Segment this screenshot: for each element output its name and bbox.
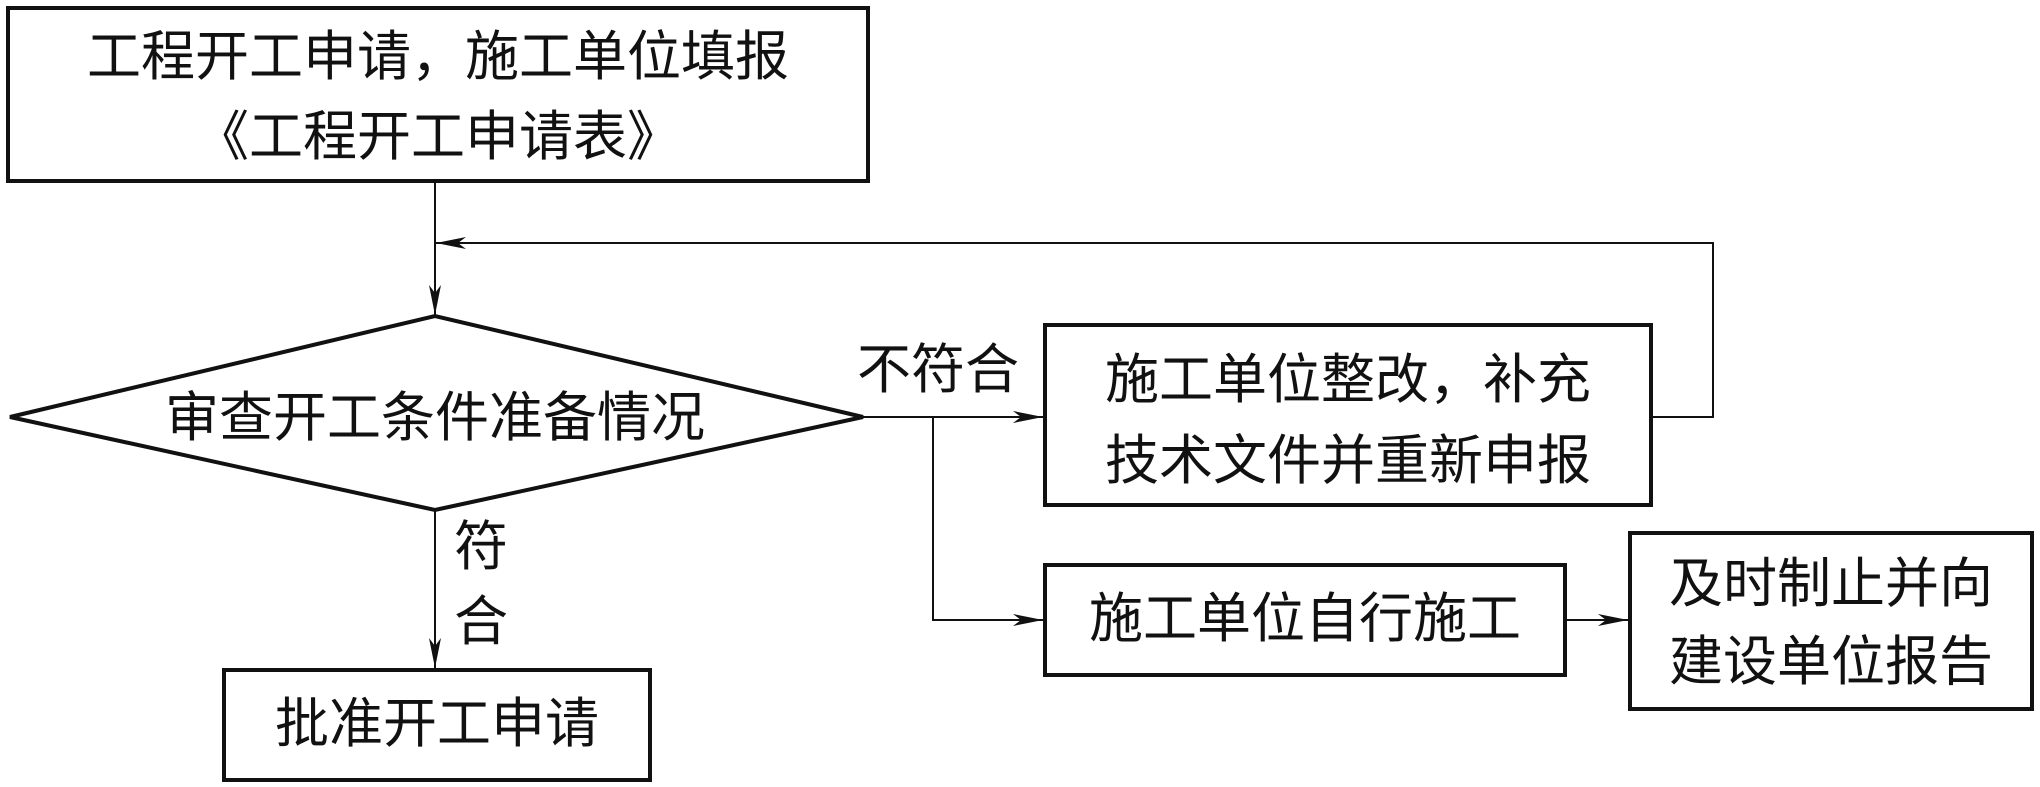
node-self-build-label: 施工单位自行施工: [1089, 587, 1521, 650]
node-stop-line1: 及时制止并向: [1669, 552, 1993, 615]
node-self-build: 施工单位自行施工: [1043, 563, 1567, 677]
node-stop-line2: 建设单位报告: [1669, 630, 1993, 693]
edge-label-fail: 不符合: [857, 338, 1019, 401]
node-start-line2: 《工程开工申请表》: [195, 105, 681, 168]
edge-label-pass-2: 合: [454, 590, 508, 653]
node-decision-label: 审查开工条件准备情况: [165, 386, 705, 449]
node-rectify: 施工单位整改，补充 技术文件并重新申报: [1043, 323, 1653, 507]
node-stop: 及时制止并向 建设单位报告: [1628, 531, 2034, 711]
node-start-line1: 工程开工申请，施工单位填报: [87, 25, 789, 88]
edge-branch-to-self-build: [932, 417, 1043, 626]
node-approve-label: 批准开工申请: [275, 692, 599, 755]
node-approve: 批准开工申请: [222, 668, 652, 782]
node-rectify-line2: 技术文件并重新申报: [1105, 429, 1591, 492]
node-rectify-line1: 施工单位整改，补充: [1105, 348, 1591, 411]
node-decision: 审查开工条件准备情况: [9, 313, 864, 513]
edge-rectify-loop-back: [436, 237, 1714, 418]
node-start: 工程开工申请，施工单位填报 《工程开工申请表》: [6, 6, 870, 183]
edge-label-pass-1: 符: [454, 515, 508, 578]
